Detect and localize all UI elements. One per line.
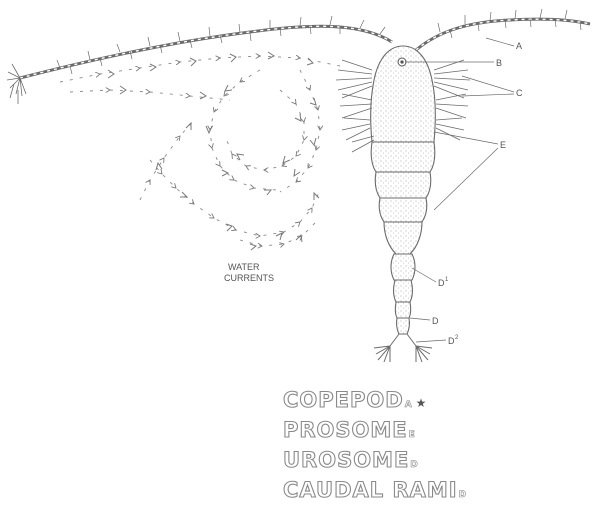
label-d: D xyxy=(432,316,439,326)
label-c: C xyxy=(516,88,523,98)
caudal-rami xyxy=(374,334,432,362)
label-e: E xyxy=(500,140,506,150)
left-antenna xyxy=(20,16,392,78)
water-label: WATER xyxy=(228,262,260,272)
title-caudal-rami-mark: D xyxy=(459,490,467,500)
label-b: B xyxy=(496,58,502,68)
urosome-segment-3 xyxy=(395,302,410,318)
arrow-heads xyxy=(108,52,319,250)
currents-label: CURRENTS xyxy=(224,273,274,283)
prosome-segment-2 xyxy=(371,142,435,172)
title-copepod: COPEPODA★ xyxy=(283,388,427,412)
urosome-segment-2 xyxy=(394,280,413,302)
prosome-segment-3 xyxy=(375,172,431,198)
title-urosome-mark: D xyxy=(410,460,418,470)
title-copepod-mark: A xyxy=(405,400,413,410)
prosome-segment-5 xyxy=(384,222,422,254)
title-prosome-text: PROSOME xyxy=(283,418,408,442)
swimming-legs-right xyxy=(434,60,470,140)
title-caudal-rami: CAUDAL RAMID xyxy=(283,478,467,502)
label-d1: D xyxy=(438,278,445,288)
left-antenna-setae xyxy=(7,64,26,104)
right-antenna xyxy=(416,9,590,50)
label-d1-mark: 1 xyxy=(445,277,449,283)
label-a: A xyxy=(516,41,522,51)
prosome-segment-4 xyxy=(379,198,427,222)
swimming-legs-left xyxy=(336,60,374,152)
star-icon: ★ xyxy=(416,396,428,410)
water-current-arrows xyxy=(60,56,340,246)
title-prosome: PROSOMEE xyxy=(283,418,416,442)
urosome-segment-4 xyxy=(397,318,410,334)
label-d2: D xyxy=(448,336,455,346)
title-urosome-text: UROSOME xyxy=(283,448,409,472)
title-copepod-text: COPEPOD xyxy=(283,388,404,412)
title-caudal-rami-text: CAUDAL RAMI xyxy=(283,478,458,502)
title-prosome-mark: E xyxy=(409,430,416,440)
cephalosome xyxy=(371,46,436,142)
label-d2-mark: 2 xyxy=(455,335,459,341)
urosome-segment-1 xyxy=(391,254,415,280)
title-urosome: UROSOMED xyxy=(283,448,419,472)
